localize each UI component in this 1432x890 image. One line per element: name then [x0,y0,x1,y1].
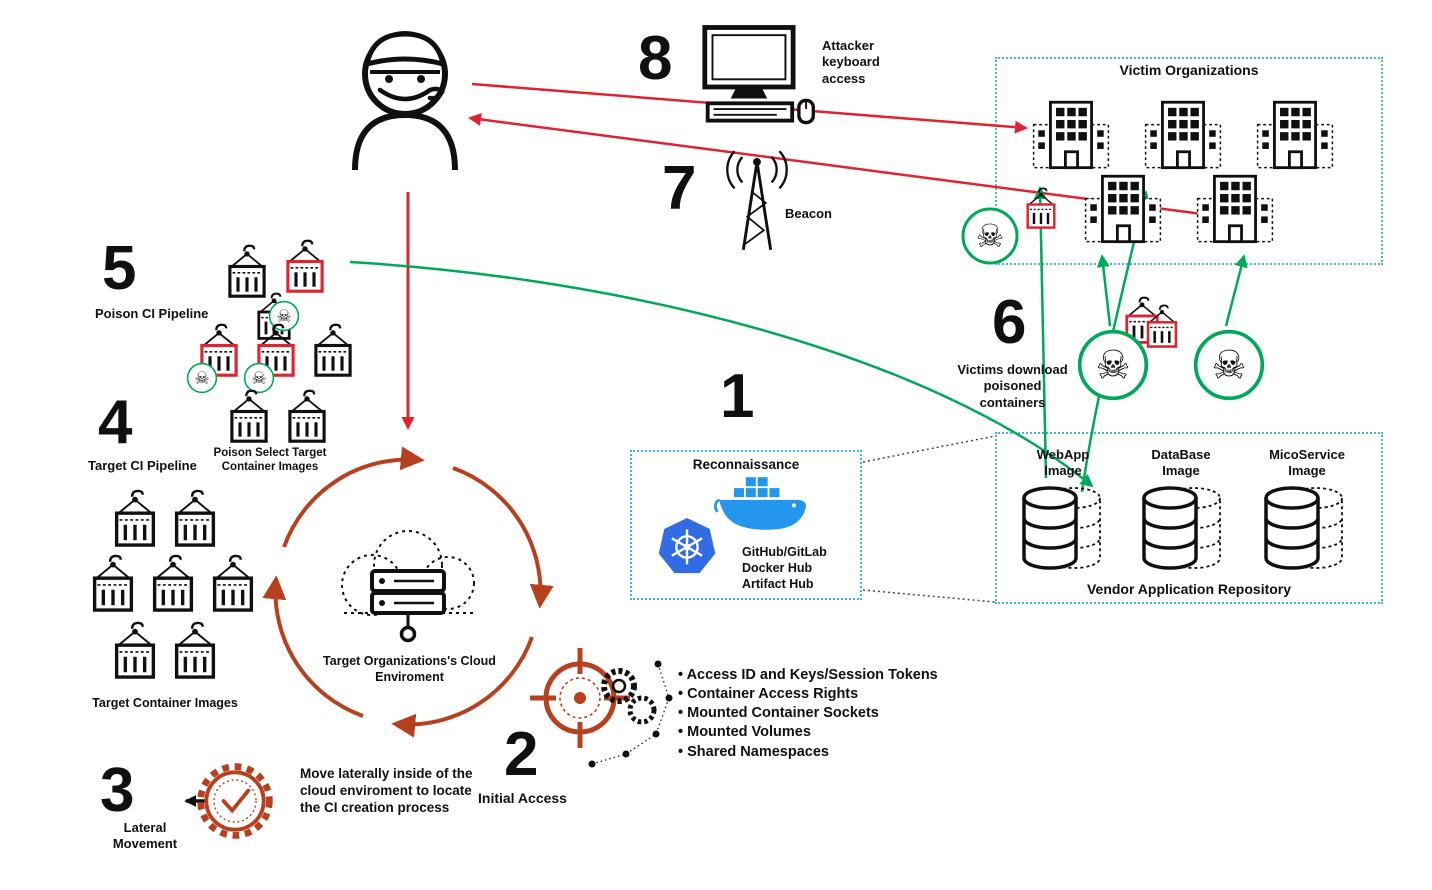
microservice-db-cylinder-icon [1260,482,1352,576]
cloud-environment-label: Target Organizations's Cloud Enviroment [323,654,496,684]
step3-number: 3 [100,756,135,825]
step7-label: Beacon [785,206,832,221]
container-icon [166,488,224,548]
step1-number: 1 [720,362,755,431]
step6-label: Victims download poisoned containers [957,362,1068,410]
webapp-db-cylinder-icon [1018,482,1110,576]
artifact-hub-line-2: Docker Hub [742,561,813,575]
target-images-label: Target Container Images [92,696,238,710]
microservice-image-label: MicoService Image [1269,447,1345,479]
malware-skull-icon [1076,328,1150,402]
beacon-antenna-icon [726,150,788,251]
building-icon [1028,96,1114,172]
container-icon [106,620,164,680]
step6-number: 6 [992,288,1027,357]
artifact-hub-line-1: GitHub/GitLab [742,545,827,559]
kubernetes-logo-icon [658,517,716,574]
container-icon [306,322,360,378]
step2-label: Initial Access [478,790,567,806]
building-icon [1252,96,1338,172]
container-icon [280,388,334,444]
attacker-icon [352,31,458,171]
container-icon [222,388,276,444]
vendor-repository-title: Vendor Application Repository [1086,581,1292,597]
reconnaissance-box [630,450,862,600]
step5-number: 5 [102,234,137,303]
bullet-item: Mounted Container Sockets [678,704,988,723]
container-icon [144,553,202,613]
container-icon [84,553,142,613]
container-icon [166,620,224,680]
step7-number: 7 [662,154,697,223]
bullet-item: Container Access Rights [678,685,988,704]
container-icon [106,488,164,548]
step2-number: 2 [504,720,539,789]
reconnaissance-title: Reconnaissance [692,457,800,472]
building-icon [1080,170,1166,246]
database-db-cylinder-icon [1138,482,1230,576]
poisoned-container-icon [278,238,332,294]
bullet-item: Mounted Volumes [678,723,988,742]
victim-organizations-title: Victim Organizations [1119,62,1259,78]
docker-whale-icon [714,477,806,530]
bullet-item: Access ID and Keys/Session Tokens [678,666,988,685]
building-icon [1140,96,1226,172]
malware-skull-icon [1192,328,1266,402]
victim-organizations-box [995,57,1383,265]
cloud-cycle-arrows [262,446,554,738]
step3-label: Lateral Movement [112,820,178,852]
step8-number: 8 [638,24,673,93]
database-image-label: DataBase Image [1151,447,1211,479]
cloud-server-icon [341,530,476,643]
step8-label: Attacker keyboard access [822,38,880,86]
vendor-repository-box [995,432,1383,604]
malware-skull-icon [186,362,218,394]
container-icon [204,553,262,613]
step4-number: 4 [98,388,133,457]
artifact-hub-line-3: Artifact Hub [742,577,814,591]
bullet-item: Shared Namespaces [678,743,988,762]
box-connector-dotted-lines [862,435,996,603]
lateral-gear-check-icon [197,763,273,839]
malware-skull-icon [960,206,1020,266]
lateral-note: Move laterally inside of the cloud envir… [300,766,473,815]
initial-access-crosshair-icon [530,648,673,768]
step5-label: Poison CI Pipeline [95,306,209,321]
poisoned-container-icon [1020,186,1062,230]
poison-select-label: Poison Select Target Container Images [213,447,327,474]
webapp-image-label: WebApp Image [1036,447,1090,479]
access-bullet-list: Access ID and Keys/Session Tokens Contai… [678,666,988,762]
attacker-computer-icon [702,25,815,125]
step4-label: Target CI Pipeline [88,458,197,473]
building-icon [1192,170,1278,246]
